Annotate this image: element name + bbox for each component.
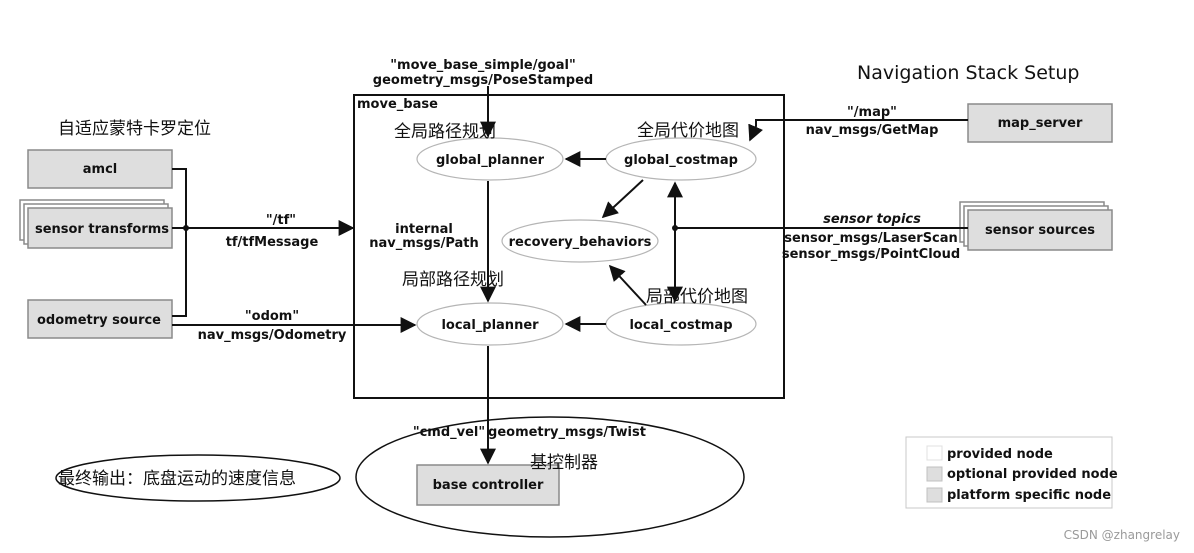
sensor-topics-label: sensor topics (823, 212, 921, 227)
cmd-vel-name: "cmd_vel" (413, 425, 485, 440)
goal-topic-name: "move_base_simple/goal" (390, 58, 575, 73)
goal-topic-type: geometry_msgs/PoseStamped (373, 73, 593, 88)
move-base-container (353, 94, 785, 399)
global-planner-node[interactable] (416, 137, 564, 181)
cmd-vel-type: geometry_msgs/Twist (488, 425, 646, 440)
sensor-sources-label: sensor sources (985, 223, 1095, 238)
local-planner-zh-note: 局部路径规划 (402, 270, 504, 290)
local-planner-label: local_planner (441, 318, 539, 333)
amcl-zh-note: 自适应蒙特卡罗定位 (58, 119, 211, 139)
legend-swatch-provided (926, 445, 943, 461)
tf-topic-type: tf/tfMessage (226, 235, 319, 250)
laser-scan-type: sensor_msgs/LaserScan (784, 231, 958, 246)
move-base-label: move_base (357, 97, 438, 112)
map-server-node[interactable] (967, 103, 1113, 143)
global-costmap-zh-note: 全局代价地图 (637, 121, 739, 141)
local-costmap-label: local_costmap (629, 318, 732, 333)
legend-swatch-platform (926, 487, 943, 503)
local-planner-node[interactable] (416, 302, 564, 346)
legend-optional-label: optional provided node (947, 467, 1118, 482)
odometry-source-label: odometry source (37, 313, 161, 328)
global-costmap-label: global_costmap (624, 153, 738, 168)
recovery-behaviors-node[interactable] (501, 219, 659, 263)
odometry-source-node[interactable] (27, 299, 173, 339)
odom-topic-type: nav_msgs/Odometry (198, 328, 347, 343)
base-controller-node[interactable] (416, 464, 560, 506)
map-topic-type: nav_msgs/GetMap (806, 123, 939, 138)
amcl-label: amcl (83, 162, 117, 177)
watermark: CSDN @zhangrelay (1064, 528, 1180, 542)
output-annotation-ellipse (55, 454, 341, 502)
base-controller-label: base controller (433, 478, 544, 493)
global-planner-zh-note: 全局路径规划 (394, 122, 496, 142)
amcl-node[interactable] (27, 149, 173, 189)
tf-bus (172, 168, 355, 317)
local-costmap-to-recovery (608, 264, 647, 306)
base-controller-zh-note: 基控制器 (530, 453, 598, 473)
legend-platform-label: platform specific node (947, 488, 1111, 503)
global-planner-label: global_planner (436, 153, 545, 168)
recovery-behaviors-label: recovery_behaviors (509, 235, 652, 250)
global-costmap-to-recovery (601, 179, 644, 219)
local-costmap-zh-note: 局部代价地图 (646, 287, 748, 307)
output-zh-note: 最终输出：底盘运动的速度信息 (58, 469, 296, 489)
map-arrow (748, 119, 968, 142)
path-type-label: nav_msgs/Path (369, 236, 479, 251)
sensor-bus (667, 181, 968, 303)
sensor-transforms-node[interactable] (19, 199, 173, 249)
point-cloud-type: sensor_msgs/PointCloud (782, 247, 960, 262)
sensor-transforms-label: sensor transforms (35, 222, 169, 237)
map-topic-name: "/map" (847, 105, 897, 120)
tf-topic-name: "/tf" (266, 213, 296, 228)
legend-provided-label: provided node (947, 447, 1053, 462)
base-controller-highlight-ellipse (355, 416, 745, 538)
internal-label: internal (395, 222, 453, 237)
diagram-title: Navigation Stack Setup (857, 62, 1079, 84)
odom-topic-name: "odom" (245, 309, 299, 324)
legend-swatch-optional (926, 466, 943, 482)
map-server-label: map_server (998, 116, 1083, 131)
sensor-sources-node[interactable] (959, 201, 1113, 251)
